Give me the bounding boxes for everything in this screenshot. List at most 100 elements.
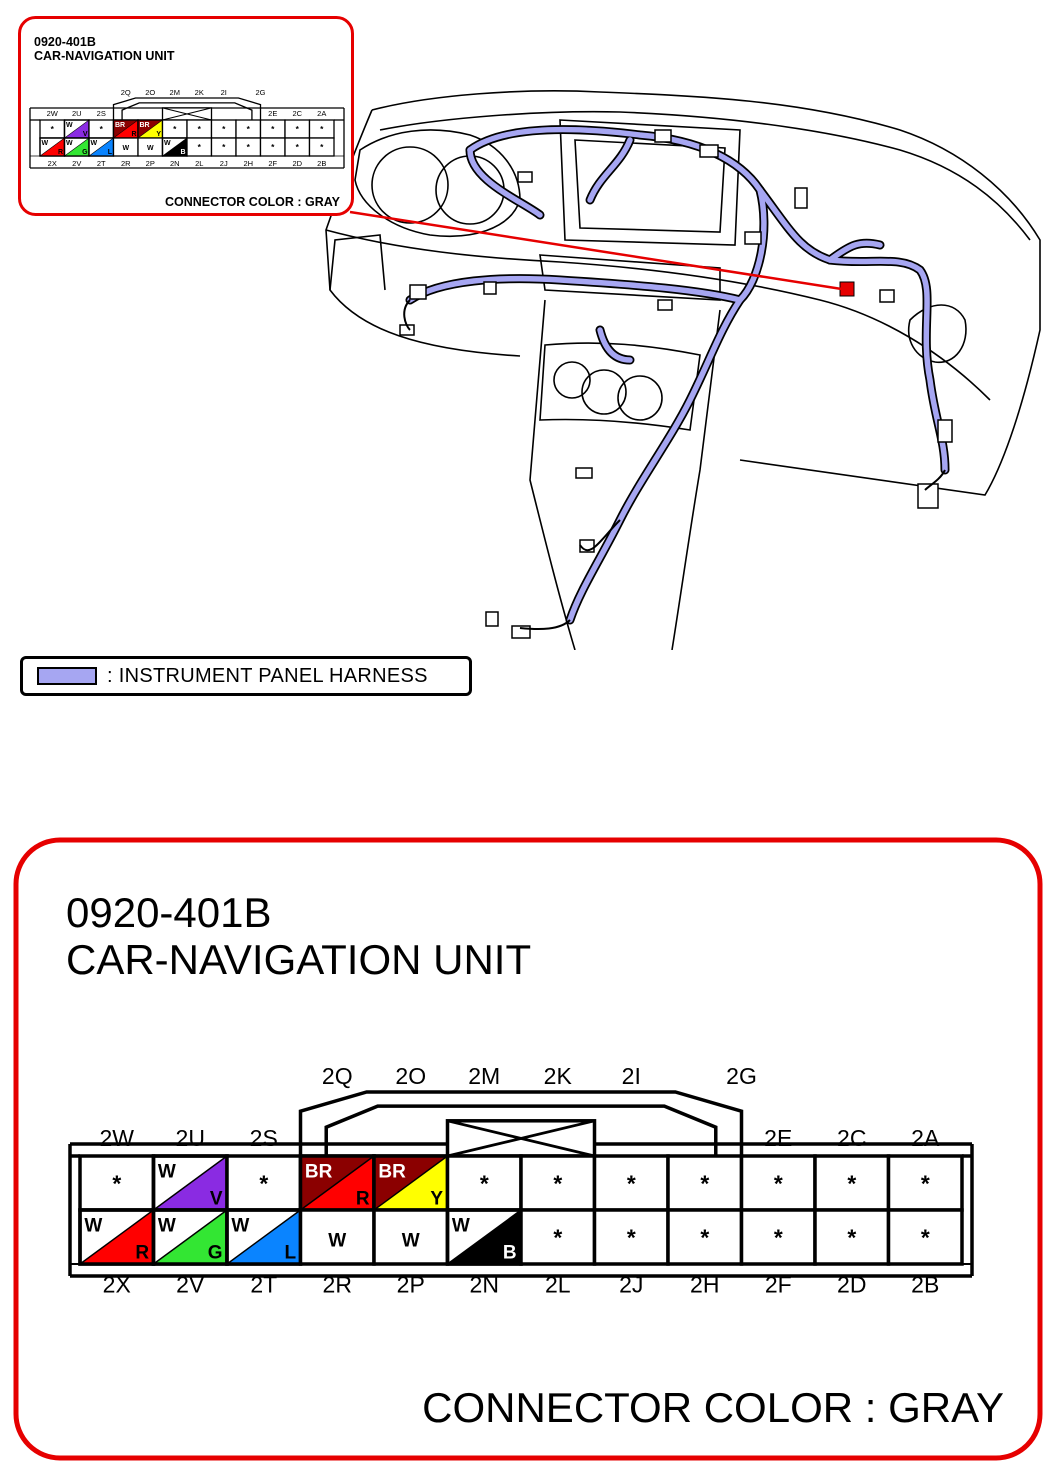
wire-color-label: W [402,1231,420,1252]
row2-terminal-10: * [739,1208,817,1266]
instrument-panel-harness [405,125,950,625]
row1-terminal-4: BRR [112,119,139,139]
pin-label-2B: 2B [911,1271,939,1297]
unused-terminal-mark: * [112,1171,121,1197]
wire-stripe-label: R [131,131,136,138]
pin-label-2C: 2C [292,109,302,118]
unused-terminal-mark: * [51,124,55,134]
pin-label-2A: 2A [317,109,326,118]
unused-terminal-mark: * [271,124,275,134]
wire-color-label: W [122,145,129,152]
wire-split [79,1209,154,1265]
pin-label-2P: 2P [397,1271,425,1297]
row1-terminal-12: * [886,1154,964,1212]
wire-split [153,1209,228,1265]
pin-label-2D: 2D [292,159,302,168]
pin-label-2M: 2M [170,88,180,97]
wire-stripe-label: G [208,1243,223,1264]
row2-terminal-1: WR [39,137,66,157]
row2-terminal-9: * [666,1208,744,1266]
legend-label: : INSTRUMENT PANEL HARNESS [107,664,428,687]
harness-connectors [399,129,953,639]
callout-leader-line [349,210,849,292]
unused-terminal-mark: * [222,142,226,152]
wire-color-label: W [41,140,48,147]
connector-key-cross [447,1119,595,1158]
row1-terminal-1: * [39,119,66,139]
unused-terminal-mark: * [774,1225,783,1251]
pin-label-2G: 2G [255,88,265,97]
row1-terminal-5: BR Y [137,119,164,139]
wire-stripe-label: B [503,1243,517,1264]
terminal-cell [78,1154,156,1212]
unused-terminal-mark: * [271,142,275,152]
row1-terminal-7: * [519,1154,597,1212]
wire-color-label: W [164,140,171,147]
wire-stripe-label: B [180,149,185,156]
wire-color-label: W [158,1162,176,1183]
row1-terminal-10: * [739,1154,817,1212]
pin-label-2O: 2O [145,88,155,97]
wire-split [373,1155,448,1211]
pin-label-2N: 2N [170,159,180,168]
wire-stripe-label: Y [430,1189,443,1210]
pin-label-2Q: 2Q [322,1063,353,1089]
pin-label-2N: 2N [470,1271,499,1297]
terminal-cell [592,1208,670,1266]
wire-color-label: W [231,1216,249,1237]
wire-stripe-label: Y [156,131,161,138]
terminal-cell [308,137,335,157]
wire-color-label: W [66,122,73,129]
row1-terminal-9: * [235,119,262,139]
instrument-panel-harness-fill [407,126,948,623]
pin-label-2B: 2B [317,159,326,168]
wire-split [226,1209,301,1265]
connector-lock-tab-inner [121,102,253,120]
connector-lock-tab [112,97,262,120]
pin-label-2S: 2S [250,1125,278,1151]
pin-label-2E: 2E [764,1125,792,1151]
pin-label-2H: 2H [690,1271,719,1297]
pin-label-2O: 2O [395,1063,426,1089]
unused-terminal-mark: * [198,124,202,134]
wire-stripe-label: R [58,149,63,156]
pin-label-2I: 2I [622,1063,641,1089]
wire-split [113,119,139,139]
unused-terminal-mark: * [627,1171,636,1197]
pin-label-2F: 2F [765,1271,792,1297]
row2-terminal-8: * [592,1208,670,1266]
wire-color-label: W [147,145,154,152]
wire-split [447,1209,522,1265]
row2-terminal-7: * [519,1208,597,1266]
unused-terminal-mark: * [480,1171,489,1197]
unused-terminal-mark: * [259,1171,268,1197]
wire-color-label: W [328,1231,346,1252]
terminal-cell [298,1208,376,1266]
wire-color-label: BR [305,1162,333,1183]
wire-split [300,1155,375,1211]
wire-stripe-label: V [210,1189,223,1210]
pin-label-2F: 2F [268,159,277,168]
wire-color-label: BR [139,122,149,129]
row1-terminal-3: * [88,119,115,139]
terminal-cell [813,1154,891,1212]
wire-split [162,137,188,157]
connector-key-cross [162,107,212,121]
row2-terminal-11: * [284,137,311,157]
row2-terminal-3: WL [225,1208,303,1266]
row1-terminal-8: * [210,119,237,139]
wire-stripe-label: L [284,1243,296,1264]
pin-label-2A: 2A [911,1125,940,1151]
pin-label-2E: 2E [268,109,277,118]
pin-label-2U: 2U [176,1125,205,1151]
unused-terminal-mark: * [247,142,251,152]
pin-label-2S: 2S [97,109,106,118]
row2-terminal-11: * [813,1208,891,1266]
connector-lock-tab [298,1090,744,1156]
unused-terminal-mark: * [700,1225,709,1251]
row2-terminal-1: WR [78,1208,156,1266]
wire-split [64,119,90,139]
row1-terminal-11: * [284,119,311,139]
pin-label-2K: 2K [544,1063,573,1089]
wire-stripe-label: V [83,131,88,138]
